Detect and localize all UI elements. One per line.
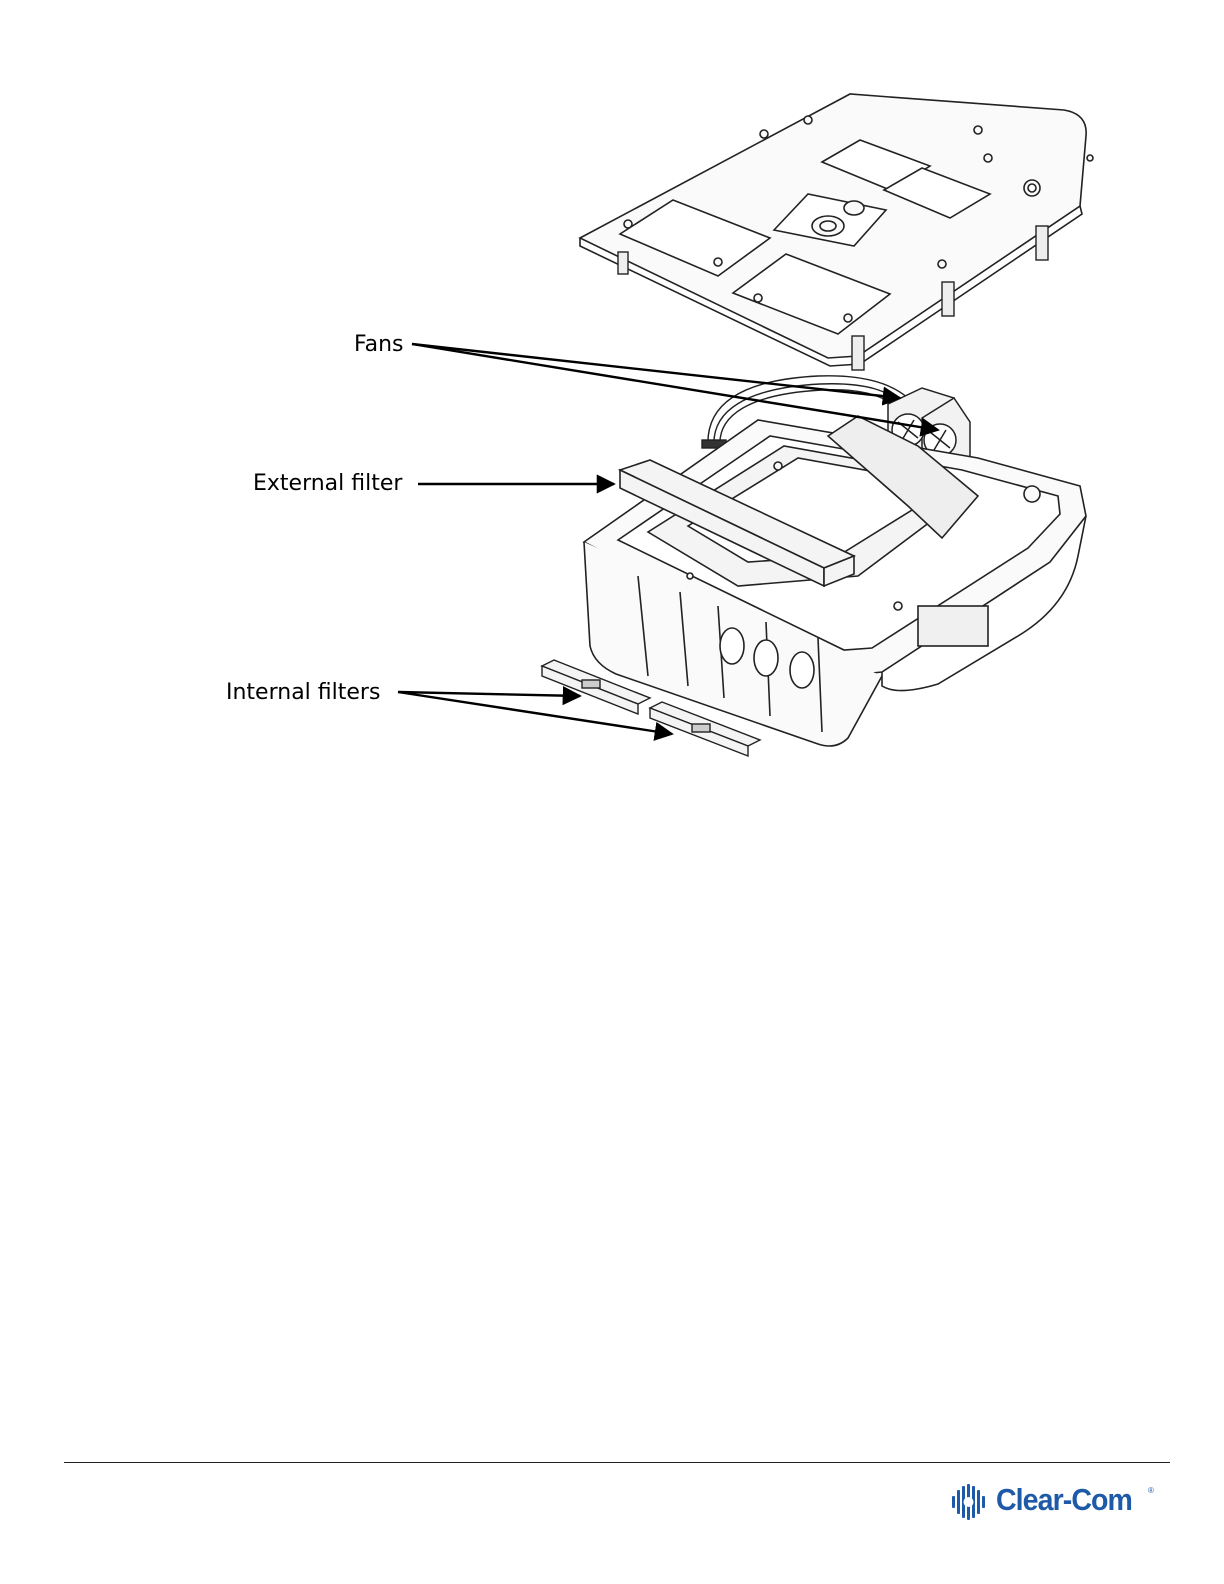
clear-com-logo-text: Clear-Com [996, 1482, 1132, 1518]
fans-callout-label: Fans [354, 332, 404, 358]
exploded-view-figure: Fans External filter Internal filters [218, 86, 1124, 776]
external-filter-callout-label: External filter [253, 471, 402, 497]
top-cover-plate [580, 94, 1093, 366]
internal-filters-callout-label: Internal filters [226, 680, 380, 706]
footer-divider [64, 1462, 1170, 1463]
device-exploded-drawing [218, 86, 1124, 776]
clear-com-logo-mark-icon [948, 1480, 992, 1524]
clear-com-logo: Clear-Com ® [948, 1480, 1160, 1524]
registered-mark: ® [1148, 1486, 1154, 1495]
